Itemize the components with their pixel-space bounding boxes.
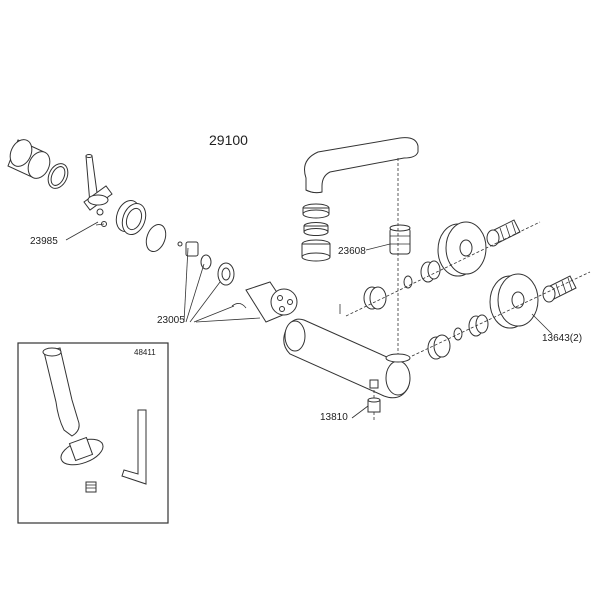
o-ring-large [145, 223, 167, 253]
label-cap-ring: 23985 [30, 236, 58, 247]
nipple-upper [420, 260, 441, 283]
clip [231, 303, 247, 309]
faucet-body [283, 304, 411, 399]
bonnet-nut [115, 200, 147, 235]
inset-box [17, 342, 169, 524]
inlet-upper [486, 219, 521, 247]
cartridge [245, 281, 298, 323]
inlet-lower [542, 275, 577, 303]
washer-upper [403, 275, 413, 289]
spindle-parts [177, 241, 235, 286]
hex-key [121, 409, 147, 485]
label-aerator: 23608 [338, 246, 366, 257]
small-screw-parts [96, 208, 107, 227]
escutcheon-upper [437, 221, 487, 277]
vent-plug [367, 397, 381, 413]
leader-lines [65, 221, 553, 419]
spout [304, 137, 419, 194]
escutcheon-lower [489, 273, 539, 329]
inset-lever [42, 347, 104, 466]
main-part-number: 29100 [209, 132, 248, 148]
label-inlet-cover: 13643(2) [542, 333, 583, 344]
union-nut-upper [363, 286, 387, 310]
aerator-insert [389, 224, 411, 255]
handle-cap [7, 139, 51, 179]
aerator-stack [301, 203, 331, 262]
nipple-lower [468, 314, 489, 337]
label-vent-plug: 13810 [320, 412, 348, 423]
body-plug [369, 379, 379, 389]
lever-arm [83, 154, 113, 211]
inset-grub-screw [85, 481, 97, 493]
label-cartridge-set: 23005 [157, 315, 185, 326]
handle-ring [47, 163, 69, 189]
inset-part-number: 48411 [134, 348, 156, 357]
